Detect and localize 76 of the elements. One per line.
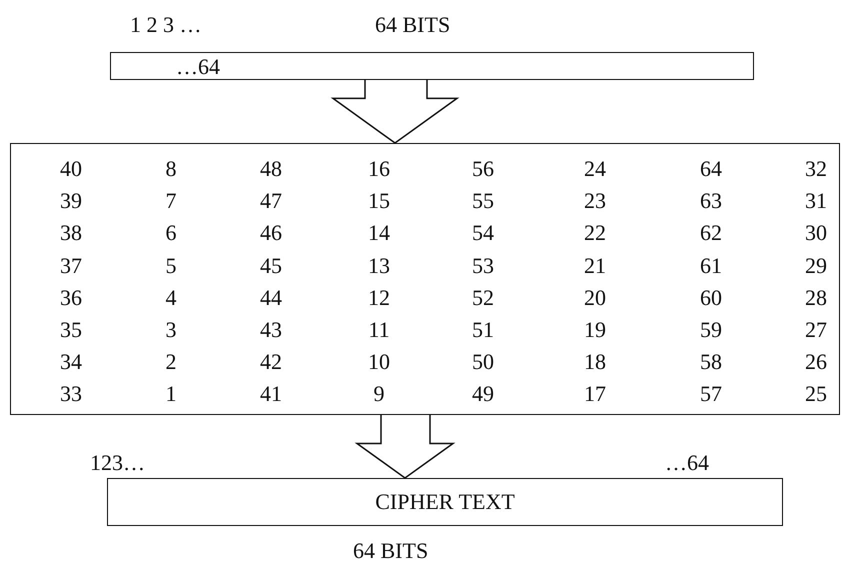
table-cell: 30 (805, 222, 827, 244)
table-box (10, 143, 840, 415)
bit-label: 64 BITS (353, 540, 428, 562)
table-cell: 33 (60, 383, 82, 406)
table-cell: 23 (584, 190, 606, 212)
table-cell: 39 (60, 190, 82, 212)
table-cell: 4 (166, 286, 176, 309)
table-cell: 46 (260, 222, 282, 244)
bit-label: …64 (665, 452, 709, 474)
bit-box (110, 52, 754, 80)
table-cell: 5 (166, 254, 176, 277)
table-cell: 63 (700, 190, 722, 212)
table-cell: 56 (472, 158, 494, 180)
table-cell: 48 (260, 158, 282, 180)
table-cell: 18 (584, 351, 606, 374)
table-cell: 28 (805, 286, 827, 309)
table-cell: 25 (805, 383, 827, 406)
table-cell: 36 (60, 286, 82, 309)
table-cell: 58 (700, 351, 722, 374)
table-cell: 51 (472, 319, 494, 341)
table-cell: 14 (368, 222, 390, 244)
table-cell: 47 (260, 190, 282, 212)
table-cell: 8 (166, 158, 176, 180)
table-cell: 16 (368, 158, 390, 180)
bit-label: 64 BITS (375, 14, 450, 36)
table-cell: 29 (805, 254, 827, 277)
table-cell: 41 (260, 383, 282, 406)
table-cell: 53 (472, 254, 494, 277)
table-cell: 1 (166, 383, 176, 406)
table-cell: 13 (368, 254, 390, 277)
table-cell: 59 (700, 319, 722, 341)
table-cell: 6 (166, 222, 176, 244)
bit-label: …64 (176, 56, 220, 78)
table-cell: 37 (60, 254, 82, 277)
table-cell: 15 (368, 190, 390, 212)
table-cell: 20 (584, 286, 606, 309)
box-label: CIPHER TEXT (375, 491, 515, 513)
table-cell: 42 (260, 351, 282, 374)
table-cell: 40 (60, 158, 82, 180)
bit-label: 1 2 3 … (130, 14, 202, 36)
table-cell: 24 (584, 158, 606, 180)
table-cell: 52 (472, 286, 494, 309)
table-cell: 26 (805, 351, 827, 374)
table-cell: 9 (374, 383, 384, 406)
block-arrow (330, 79, 460, 144)
table-cell: 17 (584, 383, 606, 406)
table-cell: 34 (60, 351, 82, 374)
block-arrow (354, 414, 456, 479)
table-cell: 35 (60, 319, 82, 341)
table-cell: 38 (60, 222, 82, 244)
table-cell: 27 (805, 319, 827, 341)
table-cell: 64 (700, 158, 722, 180)
table-cell: 32 (805, 158, 827, 180)
table-cell: 22 (584, 222, 606, 244)
table-cell: 7 (166, 190, 176, 212)
table-cell: 2 (166, 351, 176, 374)
table-cell: 55 (472, 190, 494, 212)
table-cell: 10 (368, 351, 390, 374)
table-cell: 19 (584, 319, 606, 341)
table-cell: 57 (700, 383, 722, 406)
table-cell: 62 (700, 222, 722, 244)
table-cell: 11 (368, 319, 390, 341)
bit-box (107, 478, 783, 526)
table-cell: 21 (584, 254, 606, 277)
table-cell: 44 (260, 286, 282, 309)
table-cell: 43 (260, 319, 282, 341)
table-cell: 61 (700, 254, 722, 277)
table-cell: 54 (472, 222, 494, 244)
table-cell: 31 (805, 190, 827, 212)
table-cell: 3 (166, 319, 176, 341)
table-cell: 12 (368, 286, 390, 309)
table-cell: 45 (260, 254, 282, 277)
table-cell: 50 (472, 351, 494, 374)
table-cell: 49 (472, 383, 494, 406)
bit-label: 123… (90, 452, 145, 474)
table-cell: 60 (700, 286, 722, 309)
